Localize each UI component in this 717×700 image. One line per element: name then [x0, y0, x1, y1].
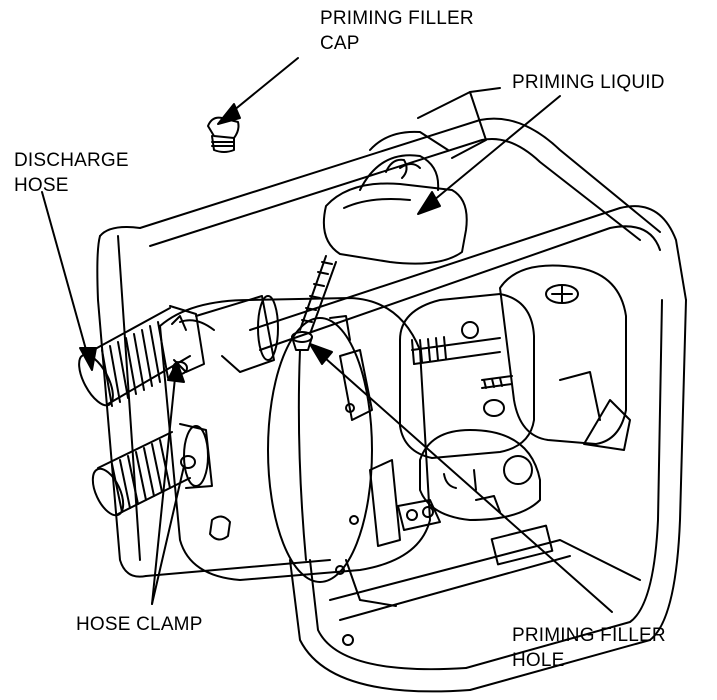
engine [397, 264, 631, 531]
label-priming-filler-hole: PRIMING FILLER HOLE [512, 623, 666, 673]
arrow-head-cap [217, 103, 241, 125]
priming-filler-cap [207, 116, 240, 153]
label-discharge-hose-line-2: HOSE [14, 175, 69, 196]
label-priming-filler-hole-line-2: HOLE [512, 650, 565, 671]
frame [96, 117, 687, 693]
label-priming-filler-cap: PRIMING FILLER CAP [320, 6, 474, 56]
arrow-head-hole [309, 343, 333, 365]
label-discharge-hose-line-1: DISCHARGE [14, 150, 129, 171]
label-priming-filler-cap-line-1: PRIMING FILLER [320, 8, 474, 29]
label-priming-filler-hole-line-1: PRIMING FILLER [512, 625, 666, 646]
arrow-head-discharge [79, 347, 97, 371]
pump-body [159, 295, 431, 646]
label-priming-liquid-line-1: PRIMING LIQUID [512, 72, 665, 93]
label-priming-liquid: PRIMING LIQUID [512, 70, 665, 95]
pouring-container [299, 87, 501, 335]
label-hose-clamp-line-1: HOSE CLAMP [76, 614, 203, 635]
leader-lines [41, 57, 613, 613]
suction-hose [91, 423, 213, 517]
arrow-head-liquid [417, 191, 441, 215]
label-priming-filler-cap-line-2: CAP [320, 33, 360, 54]
arrow-head-clamp [167, 361, 185, 383]
label-hose-clamp: HOSE CLAMP [76, 612, 203, 637]
label-discharge-hose: DISCHARGE HOSE [14, 148, 129, 198]
